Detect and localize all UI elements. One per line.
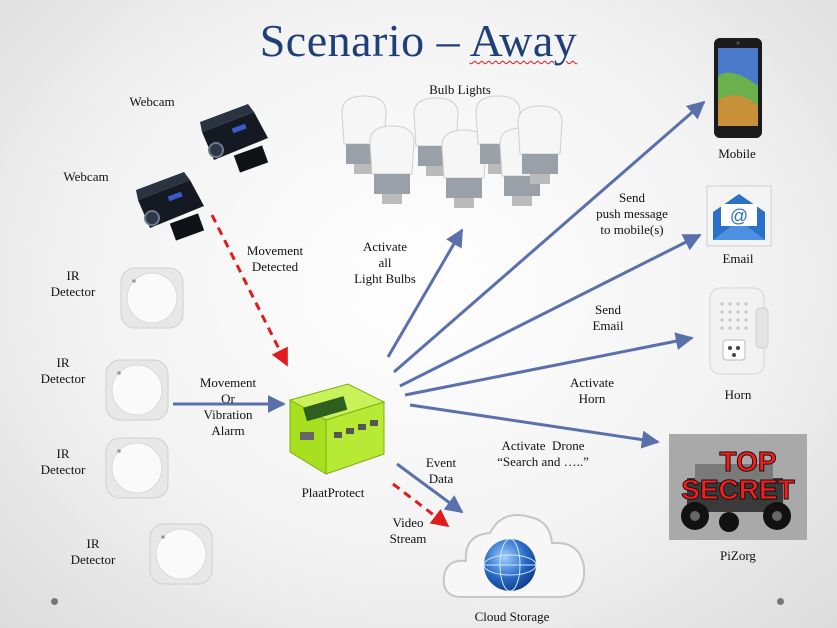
label-webcam-1: Webcam bbox=[129, 94, 175, 109]
label-video-stream: Video Stream bbox=[389, 515, 427, 546]
label-movement-vibration: Movement Or Vibration Alarm bbox=[199, 375, 257, 438]
webcam-icon bbox=[200, 104, 269, 173]
label-email: Email bbox=[722, 251, 754, 266]
label-pizorg: PiZorg bbox=[720, 548, 756, 563]
badge-secret: SECRET bbox=[681, 474, 796, 505]
plaatprotect-box-icon bbox=[288, 383, 386, 475]
svg-text:@: @ bbox=[730, 206, 748, 226]
arrow-to-drone bbox=[409, 403, 660, 449]
mobile-phone-icon bbox=[714, 38, 762, 138]
webcam-icon bbox=[136, 172, 205, 241]
label-webcam-2: Webcam bbox=[63, 169, 109, 184]
label-ir-4: IR Detector bbox=[70, 536, 116, 567]
label-mobile: Mobile bbox=[718, 146, 756, 161]
email-icon: @ bbox=[706, 185, 772, 247]
horn-icon bbox=[709, 287, 769, 375]
top-secret-badge: TOP SECRET bbox=[669, 446, 807, 505]
arrow-to-mobile bbox=[393, 100, 706, 374]
ir-detector-icon bbox=[105, 437, 169, 499]
label-movement-detected: Movement Detected bbox=[246, 243, 304, 274]
label-event-data: Event Data bbox=[425, 455, 457, 486]
label-activate-drone: Activate Drone “Search and …..” bbox=[497, 438, 589, 469]
label-cloud-storage: Cloud Storage bbox=[474, 609, 550, 624]
ir-detector-icon bbox=[149, 523, 213, 585]
title-main: Scenario – bbox=[259, 15, 470, 66]
arrow-to-horn bbox=[404, 332, 694, 397]
badge-top: TOP bbox=[719, 446, 777, 477]
arrow-to-bulbs bbox=[386, 228, 464, 358]
red-arrow-webcam bbox=[210, 214, 289, 367]
cloud-storage-icon bbox=[442, 514, 586, 598]
light-bulb-icon bbox=[341, 95, 563, 208]
label-bulb-lights: Bulb Lights bbox=[429, 82, 491, 97]
red-arrow-video bbox=[392, 482, 450, 528]
label-activate-bulbs: Activate all Light Bulbs bbox=[354, 239, 416, 286]
title-away: Away bbox=[469, 15, 578, 66]
slide-dot-right bbox=[777, 598, 784, 605]
arrow-to-email bbox=[399, 233, 702, 388]
ir-detector-icon bbox=[120, 267, 184, 329]
label-ir-3: IR Detector bbox=[40, 446, 86, 477]
page-title: Scenario – Away bbox=[0, 14, 837, 67]
drone-robot-shape bbox=[681, 464, 791, 532]
label-horn: Horn bbox=[724, 387, 752, 402]
label-activate-horn: Activate Horn bbox=[569, 375, 615, 406]
label-send-email: Send Email bbox=[592, 302, 624, 333]
label-ir-2: IR Detector bbox=[40, 355, 86, 386]
arrow-to-cloud bbox=[396, 462, 464, 514]
slide-dot-left bbox=[51, 598, 58, 605]
label-plaatprotect: PlaatProtect bbox=[301, 485, 365, 500]
label-ir-1: IR Detector bbox=[50, 268, 96, 299]
ir-detector-icon bbox=[105, 359, 169, 421]
label-send-push: Send push message to mobile(s) bbox=[596, 190, 668, 237]
drone-icon: TOP SECRET bbox=[669, 434, 807, 540]
